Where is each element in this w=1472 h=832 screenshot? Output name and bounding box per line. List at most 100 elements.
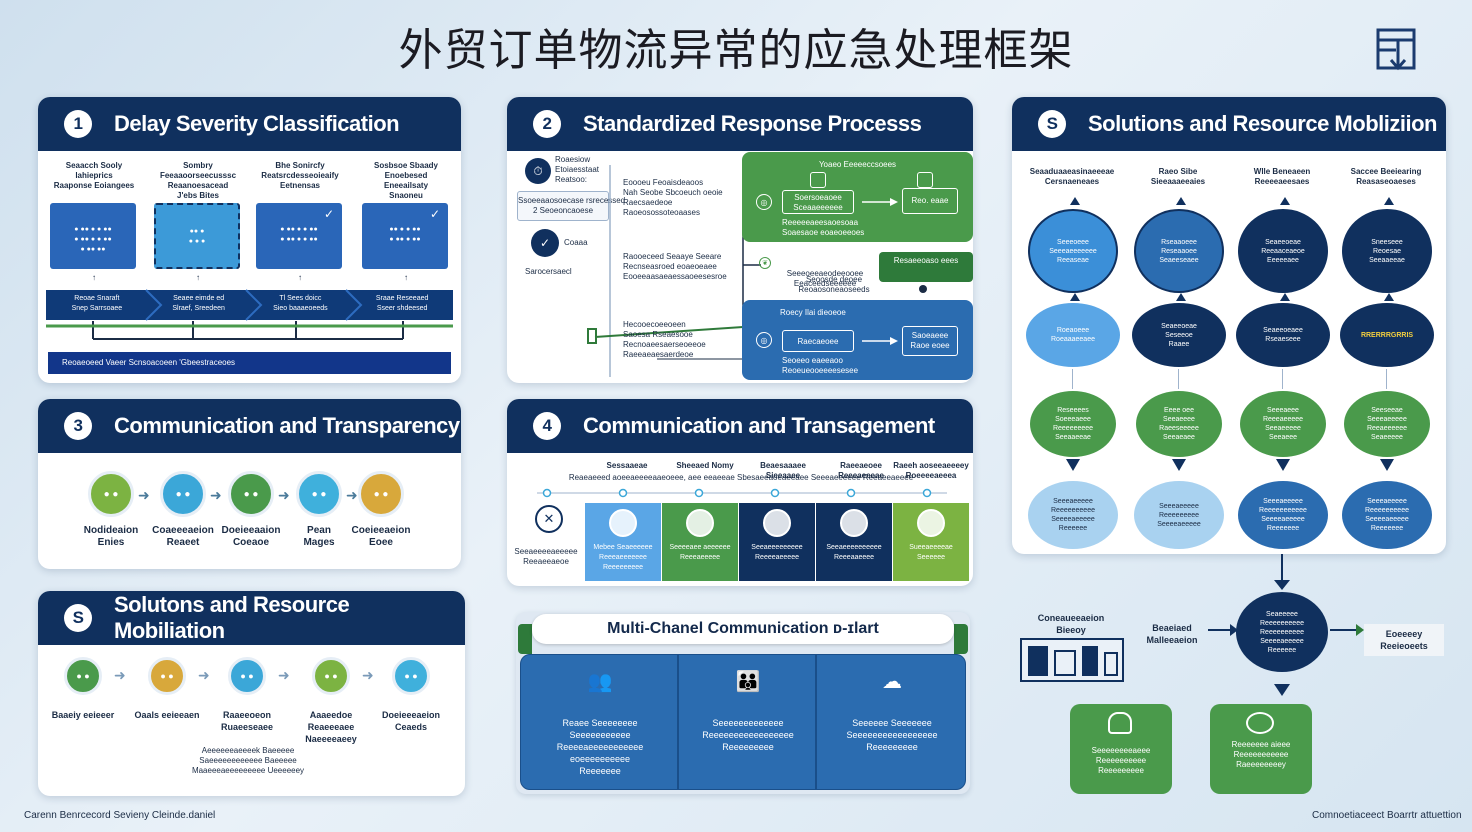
transagement-left-label: Seeaeeeeaeeeee Reeaeeaeoe bbox=[514, 547, 578, 566]
arrow-right-icon: ➜ bbox=[114, 667, 126, 683]
solution-node-primary: Rseaaoeee Reseaaoee Seaeeseaee bbox=[1134, 209, 1224, 293]
green-box-title: Yoaeo Eeeeeccsoees bbox=[818, 160, 897, 169]
multichannel-tab bbox=[954, 624, 968, 654]
hub-left-label: Coneaueeaeion Bieeoy bbox=[1037, 613, 1105, 635]
panel-title: Delay Severity Classification bbox=[114, 111, 400, 136]
channel-column: 👪Seeeeeeeeeeeee Reeeeeeeeeeeeeeeee Reeee… bbox=[678, 654, 816, 790]
communication-step-circle: ● ● bbox=[296, 471, 342, 517]
panel-header: 4 Communication and Transagement bbox=[507, 399, 973, 453]
arrow-up-icon bbox=[1176, 293, 1186, 301]
severity-column-header: Sombry Feeaaoorseecusssc Reaanoesacead J… bbox=[159, 161, 237, 200]
database-icon bbox=[1108, 712, 1132, 734]
arrow-up-icon bbox=[1384, 197, 1394, 205]
blue-box-title: Roecy Ilai dieoeoe bbox=[780, 308, 846, 317]
solution-node-text: Seaeeoeae Reeaaceaeoe Eeeeeaee bbox=[1261, 238, 1305, 264]
band-label: Sraae Reseeaed Sseer shdeesed bbox=[375, 295, 429, 312]
card-icon bbox=[686, 509, 714, 537]
check-icon: ✓ bbox=[323, 207, 334, 221]
band-label: Tl Sees doicc Sieo baaaeoeeds bbox=[273, 295, 328, 312]
severity-column-header: Seaacch Sooly lahieprics Raaponse Eoiang… bbox=[53, 161, 135, 190]
arrow-up-icon: ↑ bbox=[404, 273, 408, 282]
check-icon: ✓ bbox=[531, 229, 559, 257]
multichannel-panel: Multi-Chanel Communication ᴅ-ɪlart 👥Reae… bbox=[516, 612, 970, 794]
solution-node-text: Roeaoeee Roeaaaeeaee bbox=[1051, 327, 1095, 343]
solution-step-circle: ● ● bbox=[64, 657, 102, 695]
panel-communication-transparency: 3 Communication and Transparency ● ●➜Nod… bbox=[38, 399, 461, 569]
channel-column: ☁Seeeeee Seeeeeee Seeeeeeeeeeeeeeeee Ree… bbox=[816, 654, 966, 790]
communication-step-circle: ● ● bbox=[88, 471, 134, 517]
solution-node-outcome: Seeeaeeeee Reeeeeeeeee Seeeeaeeeee Reeee… bbox=[1028, 481, 1118, 549]
solution-node-text: RRERRRGRRIS bbox=[1360, 331, 1414, 339]
severity-column-box: ●● ● ● ● ● bbox=[154, 203, 240, 269]
solution-node-green: Reseeees Soeeeaeee Reeeeeeeee Seeaaeeae bbox=[1030, 391, 1116, 457]
footer-left: Carenn Benrcecord Sevieny Cleinde.daniel bbox=[24, 810, 216, 821]
solution-node-text: Seeeoeee Seeeaeeeeeee Reeaseae bbox=[1049, 238, 1097, 264]
transagement-card-text: Seeaeeeeeeeeee Reeeaaeeee bbox=[826, 544, 882, 561]
solution-step-label: Baaeiy eeieeer bbox=[51, 710, 115, 720]
solutions-column-header: Seaaduaaeasinaeeeae Cersnaeneaes bbox=[1029, 167, 1115, 186]
green-box-b-text: Reo. eaae bbox=[911, 196, 949, 205]
timeline-dots bbox=[537, 488, 947, 498]
solution-step-label: Aaaeedoe Reaeeeaee Naeeeeaeey bbox=[305, 710, 357, 744]
leaf-icon: ❦ bbox=[759, 257, 771, 269]
team-icon: 👪 bbox=[735, 671, 761, 693]
connector-knob bbox=[919, 285, 927, 293]
blue-box-a-text: Raecaeoee bbox=[797, 337, 839, 346]
hub-arrows bbox=[1208, 554, 1364, 696]
solution-step-circle: ● ● bbox=[148, 657, 186, 695]
panel-solutions-right: S Solutions and Resource Mobliziion Seaa… bbox=[1012, 97, 1446, 554]
communication-step-label: Nodideaion Enies bbox=[83, 525, 139, 548]
green-box-a: Soersoeaoee Sceaaeeeeee bbox=[782, 190, 854, 214]
panel-delay-severity: 1 Delay Severity Classification Seaacch … bbox=[38, 97, 461, 383]
hub-card-left: Seeeeeeeeaeee Reeeeeeeeee Reeeeeeeee bbox=[1070, 704, 1172, 794]
panel-solutions-left: S Solutons and Resource Mobiliation ● ●➜… bbox=[38, 591, 465, 796]
panel-title: Solutons and Resource Mobiliation bbox=[114, 592, 350, 643]
arrow-right-icon: ➜ bbox=[362, 667, 374, 683]
communication-step-circle: ● ● bbox=[358, 471, 404, 517]
panel-header: S Solutions and Resource Mobliziion bbox=[1012, 97, 1446, 151]
communication-step-circle: ● ● bbox=[228, 471, 274, 517]
step-number: 2 bbox=[533, 110, 561, 138]
page-title: 外贸订单物流异常的应急处理框架 bbox=[398, 25, 1074, 76]
panel-communication-transagement: 4 Communication and Transagement Sessaae… bbox=[507, 399, 973, 586]
blue-box-b: Saoeaeee Raoe eoee bbox=[902, 326, 958, 356]
multichannel-title: Multi-Chanel Communication ᴅ-ɪlart bbox=[607, 620, 879, 637]
severity-column-header: Sosbsoe Sbaady Enoebesed Eneeailsaty Sna… bbox=[373, 161, 439, 200]
transagement-card-text: Seeaeeeeeeeee Reeeeaeeeee bbox=[751, 544, 803, 561]
hub-right-label: Eoeeeey Reeieoeets bbox=[1364, 624, 1444, 656]
panel-title: Communication and Transagement bbox=[583, 413, 935, 438]
solution-node-green: Eeee oee Seeaeeee Raeeseeeee Seeaeaee bbox=[1136, 391, 1222, 457]
arrow-up-icon bbox=[1280, 197, 1290, 205]
solution-node-text: Rseaaoeee Reseaaoee Seaeeseaee bbox=[1159, 238, 1199, 264]
band-label: Seaee eimde ed Slraef, Sreedeen bbox=[172, 295, 225, 312]
transagement-card-text: Seeeeaee aeeeeee Reeeaeeeee bbox=[669, 544, 731, 561]
solution-node-text: Reseeees Soeeeaeee Reeeeeeeee Seeaaeeae bbox=[1052, 407, 1094, 441]
arrow-up-icon: ↑ bbox=[298, 273, 302, 282]
blue-response-box: Roecy Ilai dieoeoe ◎ Raecaeoee Saoeaeee … bbox=[742, 300, 973, 380]
connector-line bbox=[1282, 369, 1283, 389]
connector-line bbox=[1386, 369, 1387, 389]
left-box: Ssoeeaaosoecase rsrecessed 2 Seoeoncaoes… bbox=[517, 191, 625, 221]
transagement-header: Beaesaaaee Sieeaaee bbox=[760, 461, 806, 480]
clock-icon: ⏱ bbox=[525, 158, 551, 184]
people-chat-icon: 👥 bbox=[587, 671, 613, 693]
arrow-up-icon bbox=[1384, 293, 1394, 301]
transagement-header: Raeeh aoseeaeeeey Roeeeeaeeea bbox=[893, 461, 969, 480]
hub-mid-label: Beaeiaed Malleeaeion bbox=[1146, 623, 1198, 645]
panel-title: Solutions and Resource Mobliziion bbox=[1088, 111, 1437, 136]
check-icon: ✓ bbox=[429, 207, 440, 221]
warehouse-icon bbox=[1020, 638, 1124, 682]
arrow-up-icon: ↑ bbox=[196, 273, 200, 282]
middle-item-3: Hecooecoeeoeen Saoesa Rseaesooe Recnoaee… bbox=[623, 320, 706, 359]
mid-label: Seoosde deoee Reoaosoneaoseeds bbox=[798, 275, 870, 294]
green-strip: Resaeeoaso eees bbox=[879, 252, 973, 282]
target-icon: ◎ bbox=[756, 332, 772, 348]
severity-column-content: ●● ● ● ●● ● ●● ● ●● bbox=[389, 226, 421, 243]
arrow-up-icon bbox=[1176, 197, 1186, 205]
step-number: 1 bbox=[64, 110, 92, 138]
solution-step-label: Raaeeoeon Ruaeeseaee bbox=[220, 710, 274, 732]
left-item-3: Coaaa bbox=[564, 238, 588, 247]
multichannel-tab bbox=[518, 624, 532, 654]
solution-node-primary: Seeeoeee Seeeaeeeeeee Reeaseae bbox=[1028, 209, 1118, 293]
